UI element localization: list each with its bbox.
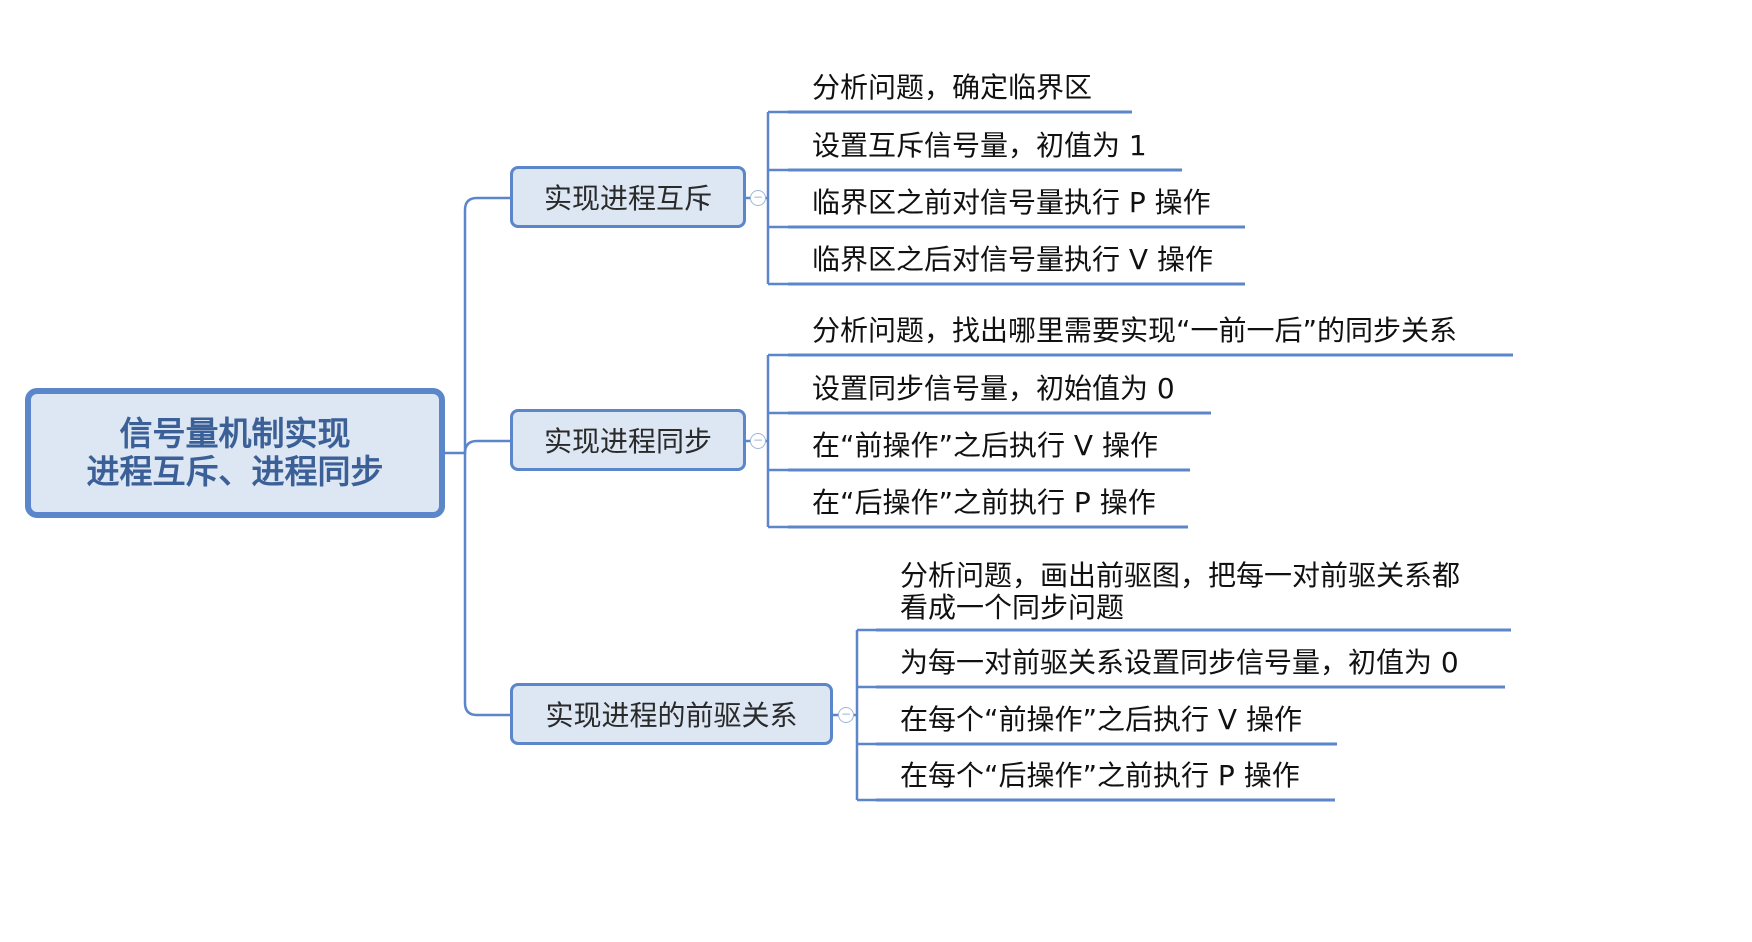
root-node[interactable]: 信号量机制实现 进程互斥、进程同步 — [25, 388, 445, 518]
branch-node-precedence[interactable]: 实现进程的前驱关系 — [510, 683, 833, 745]
leaf-precedence-1: 分析问题，画出前驱图，把每一对前驱关系都 看成一个同步问题 — [900, 560, 1520, 624]
leaf-sync-3: 在“前操作”之后执行 V 操作 — [812, 429, 1158, 462]
collapse-toggle-icon[interactable]: − — [750, 433, 766, 449]
branch-node-sync[interactable]: 实现进程同步 — [510, 409, 746, 471]
leaf-sync-4: 在“后操作”之前执行 P 操作 — [812, 486, 1156, 519]
leaf-precedence-3: 在每个“前操作”之后执行 V 操作 — [900, 703, 1302, 736]
leaf-precedence-4: 在每个“后操作”之前执行 P 操作 — [900, 759, 1300, 792]
leaf-mutex-2: 设置互斥信号量，初值为 1 — [812, 129, 1147, 162]
connector-root-branch-1 — [445, 196, 512, 455]
leaf-precedence-1-line-1: 分析问题，画出前驱图，把每一对前驱关系都 — [900, 559, 1461, 592]
branch-label: 实现进程的前驱关系 — [545, 699, 798, 732]
leaf-sync-1: 分析问题，找出哪里需要实现“一前一后”的同步关系 — [812, 314, 1458, 347]
leaf-mutex-3: 临界区之前对信号量执行 P 操作 — [812, 186, 1211, 219]
root-title-line-1: 信号量机制实现 — [119, 414, 351, 453]
leaf-mutex-1: 分析问题，确定临界区 — [812, 71, 1093, 104]
leaf-mutex-4: 临界区之后对信号量执行 V 操作 — [812, 243, 1213, 276]
root-title-line-2: 进程互斥、进程同步 — [86, 452, 384, 491]
branch-label: 实现进程互斥 — [543, 182, 712, 215]
connector-root-branch-3 — [463, 453, 512, 717]
branch-node-mutex[interactable]: 实现进程互斥 — [510, 166, 746, 228]
branch-label: 实现进程同步 — [543, 425, 712, 458]
leaf-precedence-1-line-2: 看成一个同步问题 — [900, 591, 1125, 624]
collapse-toggle-icon[interactable]: − — [750, 190, 766, 206]
connector-root-branch-2 — [463, 439, 512, 454]
leaf-precedence-2: 为每一对前驱关系设置同步信号量，初值为 0 — [900, 646, 1459, 679]
leaf-sync-2: 设置同步信号量，初始值为 0 — [812, 372, 1175, 405]
collapse-toggle-icon[interactable]: − — [838, 707, 854, 723]
